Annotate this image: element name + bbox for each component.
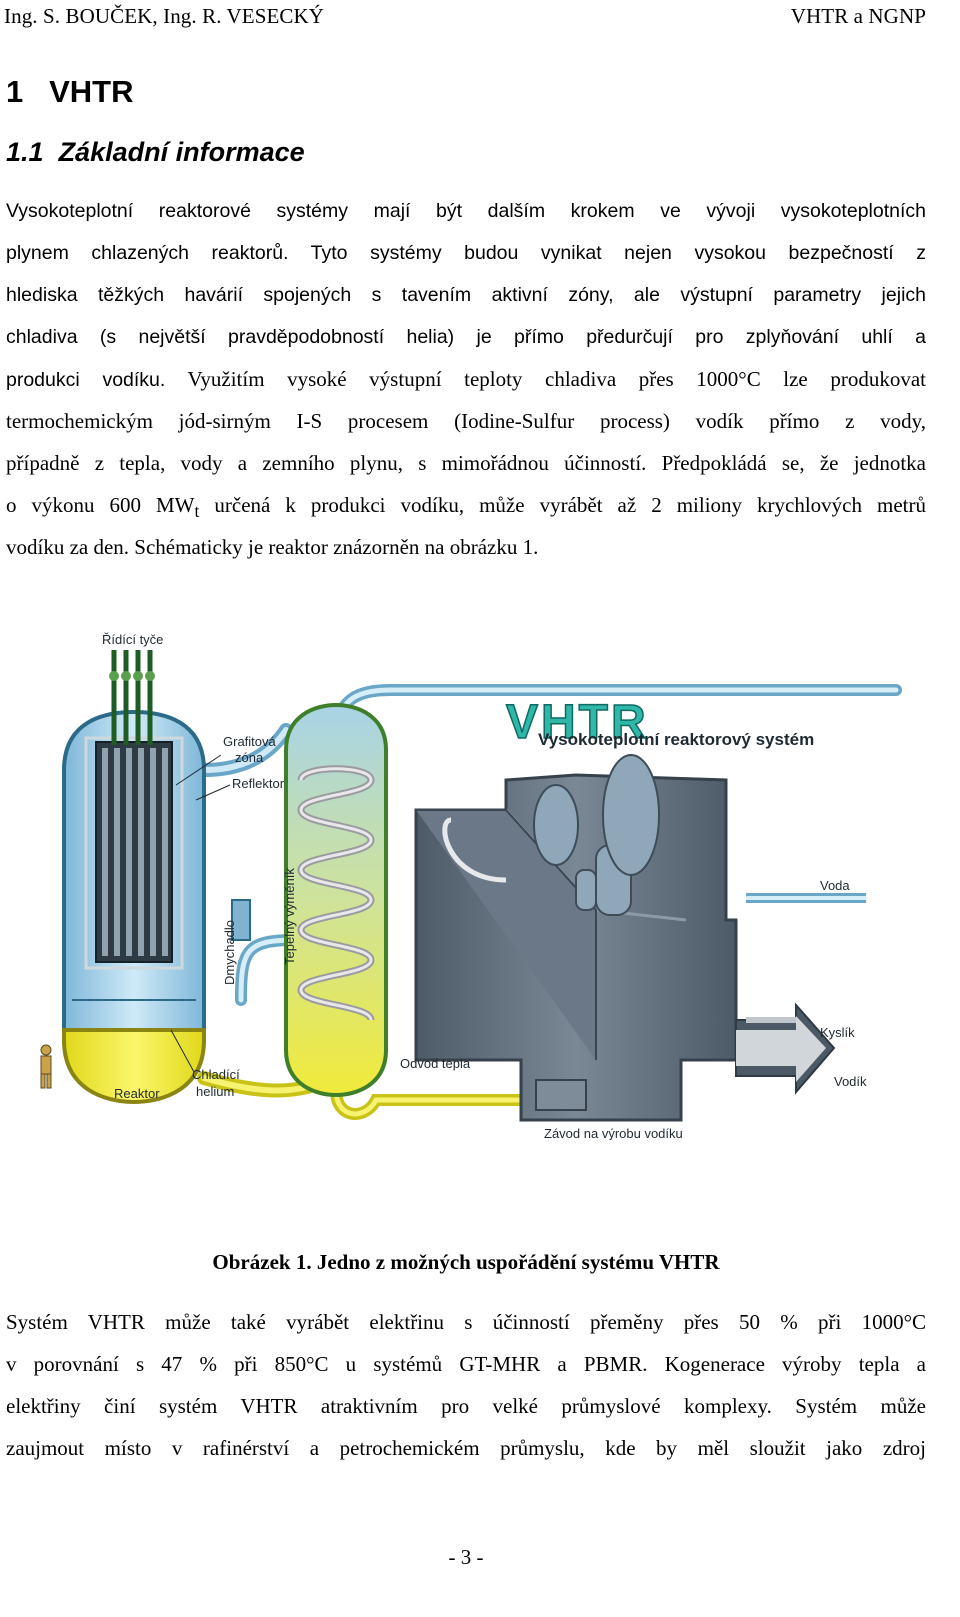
label-graphite-core-2: zóna <box>235 750 264 765</box>
label-reflector: Reflektor <box>232 776 285 791</box>
control-rod-caps <box>109 671 155 681</box>
paragraph-line: v porovnání s 47 % při 850°C u systémů G… <box>6 1352 926 1376</box>
paragraph-line: termochemickým jód-sirným I-S procesem (… <box>6 409 926 433</box>
fuel-channels <box>102 748 168 956</box>
paragraph-fragment: produkci vodíku. <box>6 369 166 391</box>
control-rods <box>111 650 153 745</box>
header-authors: Ing. S. BOUČEK, Ing. R. VESECKÝ <box>4 4 325 28</box>
chapter-title: VHTR <box>49 74 134 109</box>
paragraph-line: hlediska těžkých havárií spojených s tav… <box>6 284 926 306</box>
header-short-title: VHTR a NGNP <box>790 4 926 28</box>
label-coolant: Chladící <box>192 1067 240 1082</box>
section-number: 1.1 <box>6 137 44 167</box>
paragraph-line: případně z tepla, vody a zemního plynu, … <box>6 451 926 475</box>
label-oxygen: Kyslík <box>820 1025 855 1040</box>
label-plant: Závod na výrobu vodíku <box>544 1126 683 1140</box>
label-water: Voda <box>820 878 850 893</box>
paragraph-line: o výkonu 600 MWt určená k produkci vodík… <box>6 484 926 526</box>
label-graphite-core: Grafitová <box>223 734 277 749</box>
label-hydrogen: Vodík <box>834 1074 867 1089</box>
section-title: Základní informace <box>58 137 305 167</box>
paragraph-line: elektřiny činí systém VHTR atraktivním p… <box>6 1394 926 1418</box>
paragraph-line: chladiva (s největší pravděpodobností he… <box>6 326 926 348</box>
vhtr-diagram: VHTR Vysokoteplotní reaktorový systém Ří… <box>40 632 902 1140</box>
paragraph-efficiency: Systém VHTR může také vyrábět elektřinu … <box>6 1301 926 1469</box>
output-arrows <box>735 893 866 1095</box>
logo-vhtr: VHTR <box>506 696 649 749</box>
label-control-rods: Řídící tyče <box>102 632 163 647</box>
paragraph-line: Systém VHTR může také vyrábět elektřinu … <box>6 1310 926 1334</box>
hydrogen-plant <box>414 754 738 1122</box>
paragraph-fragment: o výkonu 600 MW <box>6 493 195 517</box>
label-heat-exchanger: Tepelný výměník <box>282 868 297 965</box>
paragraph-line: produkci vodíku. Využitím vysoké výstupn… <box>6 358 926 400</box>
leader-lines <box>170 754 231 1073</box>
page-number: - 3 - <box>448 1545 484 1569</box>
chapter-heading: 1 VHTR <box>6 74 133 110</box>
heat-exchanger <box>284 702 388 1098</box>
label-heat-removal: Odvod tepla <box>400 1056 471 1071</box>
label-blower: Dmychadlo <box>222 920 237 985</box>
paragraph-intro: Vysokoteplotní reaktorové systémy mají b… <box>6 190 926 568</box>
paragraph-line: Vysokoteplotní reaktorové systémy mají b… <box>6 200 926 222</box>
blower <box>231 899 251 941</box>
paragraph-line: zaujmout místo v rafinérství a petrochem… <box>6 1436 926 1460</box>
reactor-vessel <box>62 709 206 1105</box>
figure-caption: Obrázek 1. Jedno z možných uspořádění sy… <box>212 1250 720 1274</box>
label-reactor: Reaktor <box>114 1086 160 1101</box>
paragraph-line: vodíku za den. Schématicky je reaktor zn… <box>6 535 539 559</box>
paragraph-fragment: Využitím vysoké výstupní teploty chladiv… <box>187 367 926 391</box>
person-figure <box>40 1044 52 1089</box>
chapter-number: 1 <box>6 74 24 109</box>
paragraph-fragment: určená k produkci vodíku, může vyrábět a… <box>199 493 926 517</box>
plant-equipment <box>533 754 660 916</box>
subscript: t <box>194 501 200 522</box>
figure-subtitle: Vysokoteplotní reaktorový systém <box>538 730 814 749</box>
section-heading: 1.1 Základní informace <box>6 137 305 168</box>
paragraph-line: plynem chlazených reaktorů. Tyto systémy… <box>6 242 926 264</box>
label-coolant-2: helium <box>196 1084 234 1099</box>
